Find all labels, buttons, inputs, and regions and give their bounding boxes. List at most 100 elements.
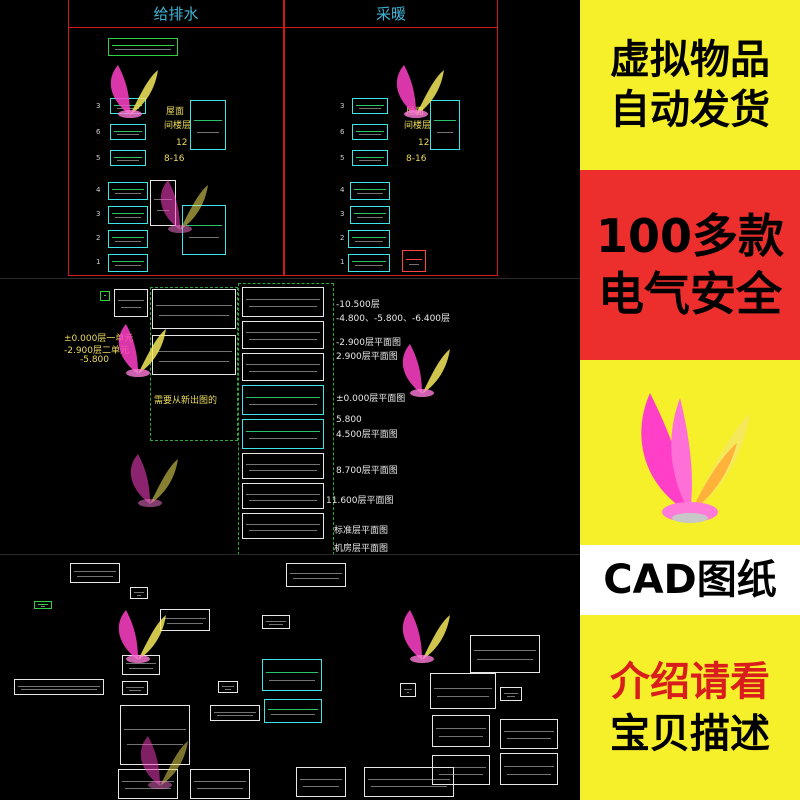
cad-thumb — [108, 206, 148, 224]
floor-label: 2.900层平面图 — [336, 352, 398, 362]
flower-watermark-icon — [118, 610, 166, 663]
ad-block-see-description: 介绍请看 宝贝描述 — [580, 615, 800, 800]
flower-watermark-icon — [130, 454, 178, 507]
cad-sheet-water-supply: 给排水 — [68, 0, 284, 276]
flower-logo-icon — [641, 392, 750, 523]
cad-thumb — [352, 150, 388, 166]
sheet-title-rule — [69, 27, 283, 28]
ad-block-electrical-safety: 100多款 电气安全 — [580, 170, 800, 360]
cad-thumb — [152, 289, 236, 329]
cad-thumb — [242, 453, 324, 479]
cad-label: ±0.000层一单元 — [64, 334, 134, 344]
ad-text-line: CAD图纸 — [603, 557, 777, 603]
row-number: 2 — [96, 234, 101, 242]
cad-thumb — [470, 635, 540, 673]
cad-thumb — [500, 687, 522, 701]
ad-block-virtual-goods: 虚拟物品 自动发货 — [580, 0, 800, 170]
flower-watermark-icon — [110, 65, 158, 118]
row-number: 1 — [96, 258, 101, 266]
cad-dashed-region — [238, 283, 334, 554]
floor-label: 机房层平面图 — [334, 544, 389, 554]
cad-thumb — [130, 587, 148, 599]
cad-thumb — [430, 673, 496, 709]
floor-label: ±0.000层平面图 — [336, 394, 406, 404]
floor-label: 8.700层平面图 — [336, 466, 398, 476]
cad-thumb — [262, 615, 290, 629]
cad-thumb — [364, 767, 454, 797]
cad-label: 间楼层 — [164, 121, 192, 131]
cad-thumb — [218, 681, 238, 693]
cad-label: 8-16 — [406, 154, 427, 164]
cad-label: -2.900层二单元 — [64, 346, 130, 356]
row-number: 2 — [340, 234, 345, 242]
ad-text-line: 100多款 — [595, 208, 785, 263]
cad-dashed-region — [150, 287, 238, 441]
cad-thumb — [402, 250, 426, 272]
cad-thumb — [348, 230, 390, 248]
row-number: 1 — [340, 258, 345, 266]
cad-label: 间楼层 — [404, 121, 432, 131]
row-number: 3 — [340, 210, 345, 218]
cad-label: -5.800 — [80, 355, 110, 365]
cad-thumb — [114, 289, 148, 317]
cad-thumb — [108, 230, 148, 248]
ad-text-line: 介绍请看 — [610, 658, 770, 705]
cad-label: 需要从新出图的 — [154, 396, 218, 406]
flower-watermark-icon — [140, 736, 188, 789]
flower-watermark-icon — [160, 180, 208, 233]
ad-text-line: 电气安全 — [598, 267, 782, 321]
floor-label: 11.600层平面图 — [326, 496, 394, 506]
sheet-title-heating: 采暖 — [375, 5, 406, 23]
cad-thumb — [286, 563, 346, 587]
cad-thumb — [432, 715, 490, 747]
cad-thumb — [430, 100, 460, 150]
row-number: 4 — [96, 186, 101, 194]
cad-thumb — [110, 150, 146, 166]
cad-thumb — [400, 683, 416, 697]
cad-thumb — [190, 769, 250, 799]
floor-label: 5.800 — [336, 415, 362, 425]
cad-thumb — [242, 353, 324, 381]
sheet-title-water-supply: 给排水 — [153, 5, 199, 23]
floor-label: 4.500层平面图 — [336, 430, 398, 440]
cad-thumb — [432, 755, 490, 785]
row-number: 5 — [96, 154, 101, 162]
row-number: 6 — [340, 128, 345, 136]
cad-label: 12 — [418, 138, 430, 148]
cad-panel-middle: 需要从新出图的 ±0.000层一单元 -2.900层二单元 -5.800 -10… — [0, 278, 580, 554]
cad-sheet-heating: 采暖 — [284, 0, 498, 276]
cad-thumb — [160, 609, 210, 631]
flower-watermark-icon — [402, 344, 450, 397]
cad-thumb — [242, 513, 324, 539]
flower-watermark-icon — [402, 610, 450, 663]
cad-thumb — [190, 100, 226, 150]
row-number: 3 — [340, 102, 345, 110]
cad-thumb — [348, 254, 390, 272]
ad-text-line: 虚拟物品 — [610, 37, 770, 83]
cad-thumb — [242, 321, 324, 349]
cad-thumb — [14, 679, 104, 695]
cad-thumb — [100, 291, 110, 301]
cad-panel-top: 给排水 采暖 屋面 间楼层 12 8-16 3 6 5 4 3 2 1 — [0, 0, 580, 278]
row-number: 6 — [96, 128, 101, 136]
cad-thumb — [70, 563, 120, 583]
cad-thumb — [242, 419, 324, 449]
cad-thumb — [350, 206, 390, 224]
cad-thumb — [262, 659, 322, 691]
cad-label: 12 — [176, 138, 188, 148]
floor-label: -4.800、-5.800、-6.400层 — [336, 314, 451, 324]
ad-text-line: 自动发货 — [610, 87, 770, 133]
cad-preview-area: 给排水 采暖 屋面 间楼层 12 8-16 3 6 5 4 3 2 1 — [0, 0, 580, 800]
cad-thumb — [110, 124, 146, 140]
cad-thumb — [500, 753, 558, 785]
cad-thumb — [296, 767, 346, 797]
cad-thumb — [242, 287, 324, 317]
cad-thumb — [242, 483, 324, 509]
row-number: 3 — [96, 102, 101, 110]
cad-label: 屋面 — [166, 107, 185, 117]
cad-thumb — [500, 719, 558, 749]
ad-block-cad-drawings: CAD图纸 — [580, 545, 800, 615]
cad-thumb — [210, 705, 260, 721]
cad-thumb — [352, 98, 388, 114]
row-number: 5 — [340, 154, 345, 162]
